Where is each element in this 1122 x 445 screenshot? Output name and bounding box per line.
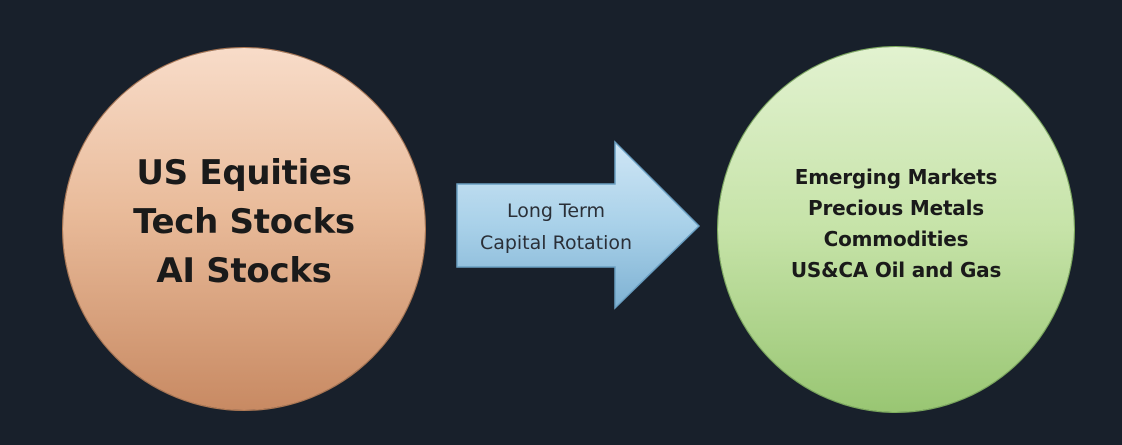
source-circle: US Equities Tech Stocks AI Stocks [62,47,426,411]
target-line-emerging-markets: Emerging Markets [794,164,998,189]
source-circle-text: US Equities Tech Stocks AI Stocks [133,149,355,296]
connector-label: Long Term Capital Rotation [458,195,654,259]
target-circle-text: Emerging Markets Precious Metals Commodi… [790,162,1002,286]
connector-line-long-term: Long Term [506,200,606,222]
source-line-us-equities: US Equities [136,152,352,193]
source-line-ai-stocks: AI Stocks [156,250,332,291]
source-line-tech-stocks: Tech Stocks [133,201,355,242]
target-line-commodities: Commodities [823,226,969,251]
target-circle-fill [718,47,1074,412]
connector-line-capital-rotation: Capital Rotation [479,232,633,254]
target-line-oil-gas: US&CA Oil and Gas [790,257,1002,282]
target-circle: Emerging Markets Precious Metals Commodi… [717,46,1075,413]
arrow-shape [456,140,701,310]
right-arrow-icon [456,140,701,310]
source-circle-fill [63,48,425,410]
target-line-precious-metals: Precious Metals [808,195,984,220]
